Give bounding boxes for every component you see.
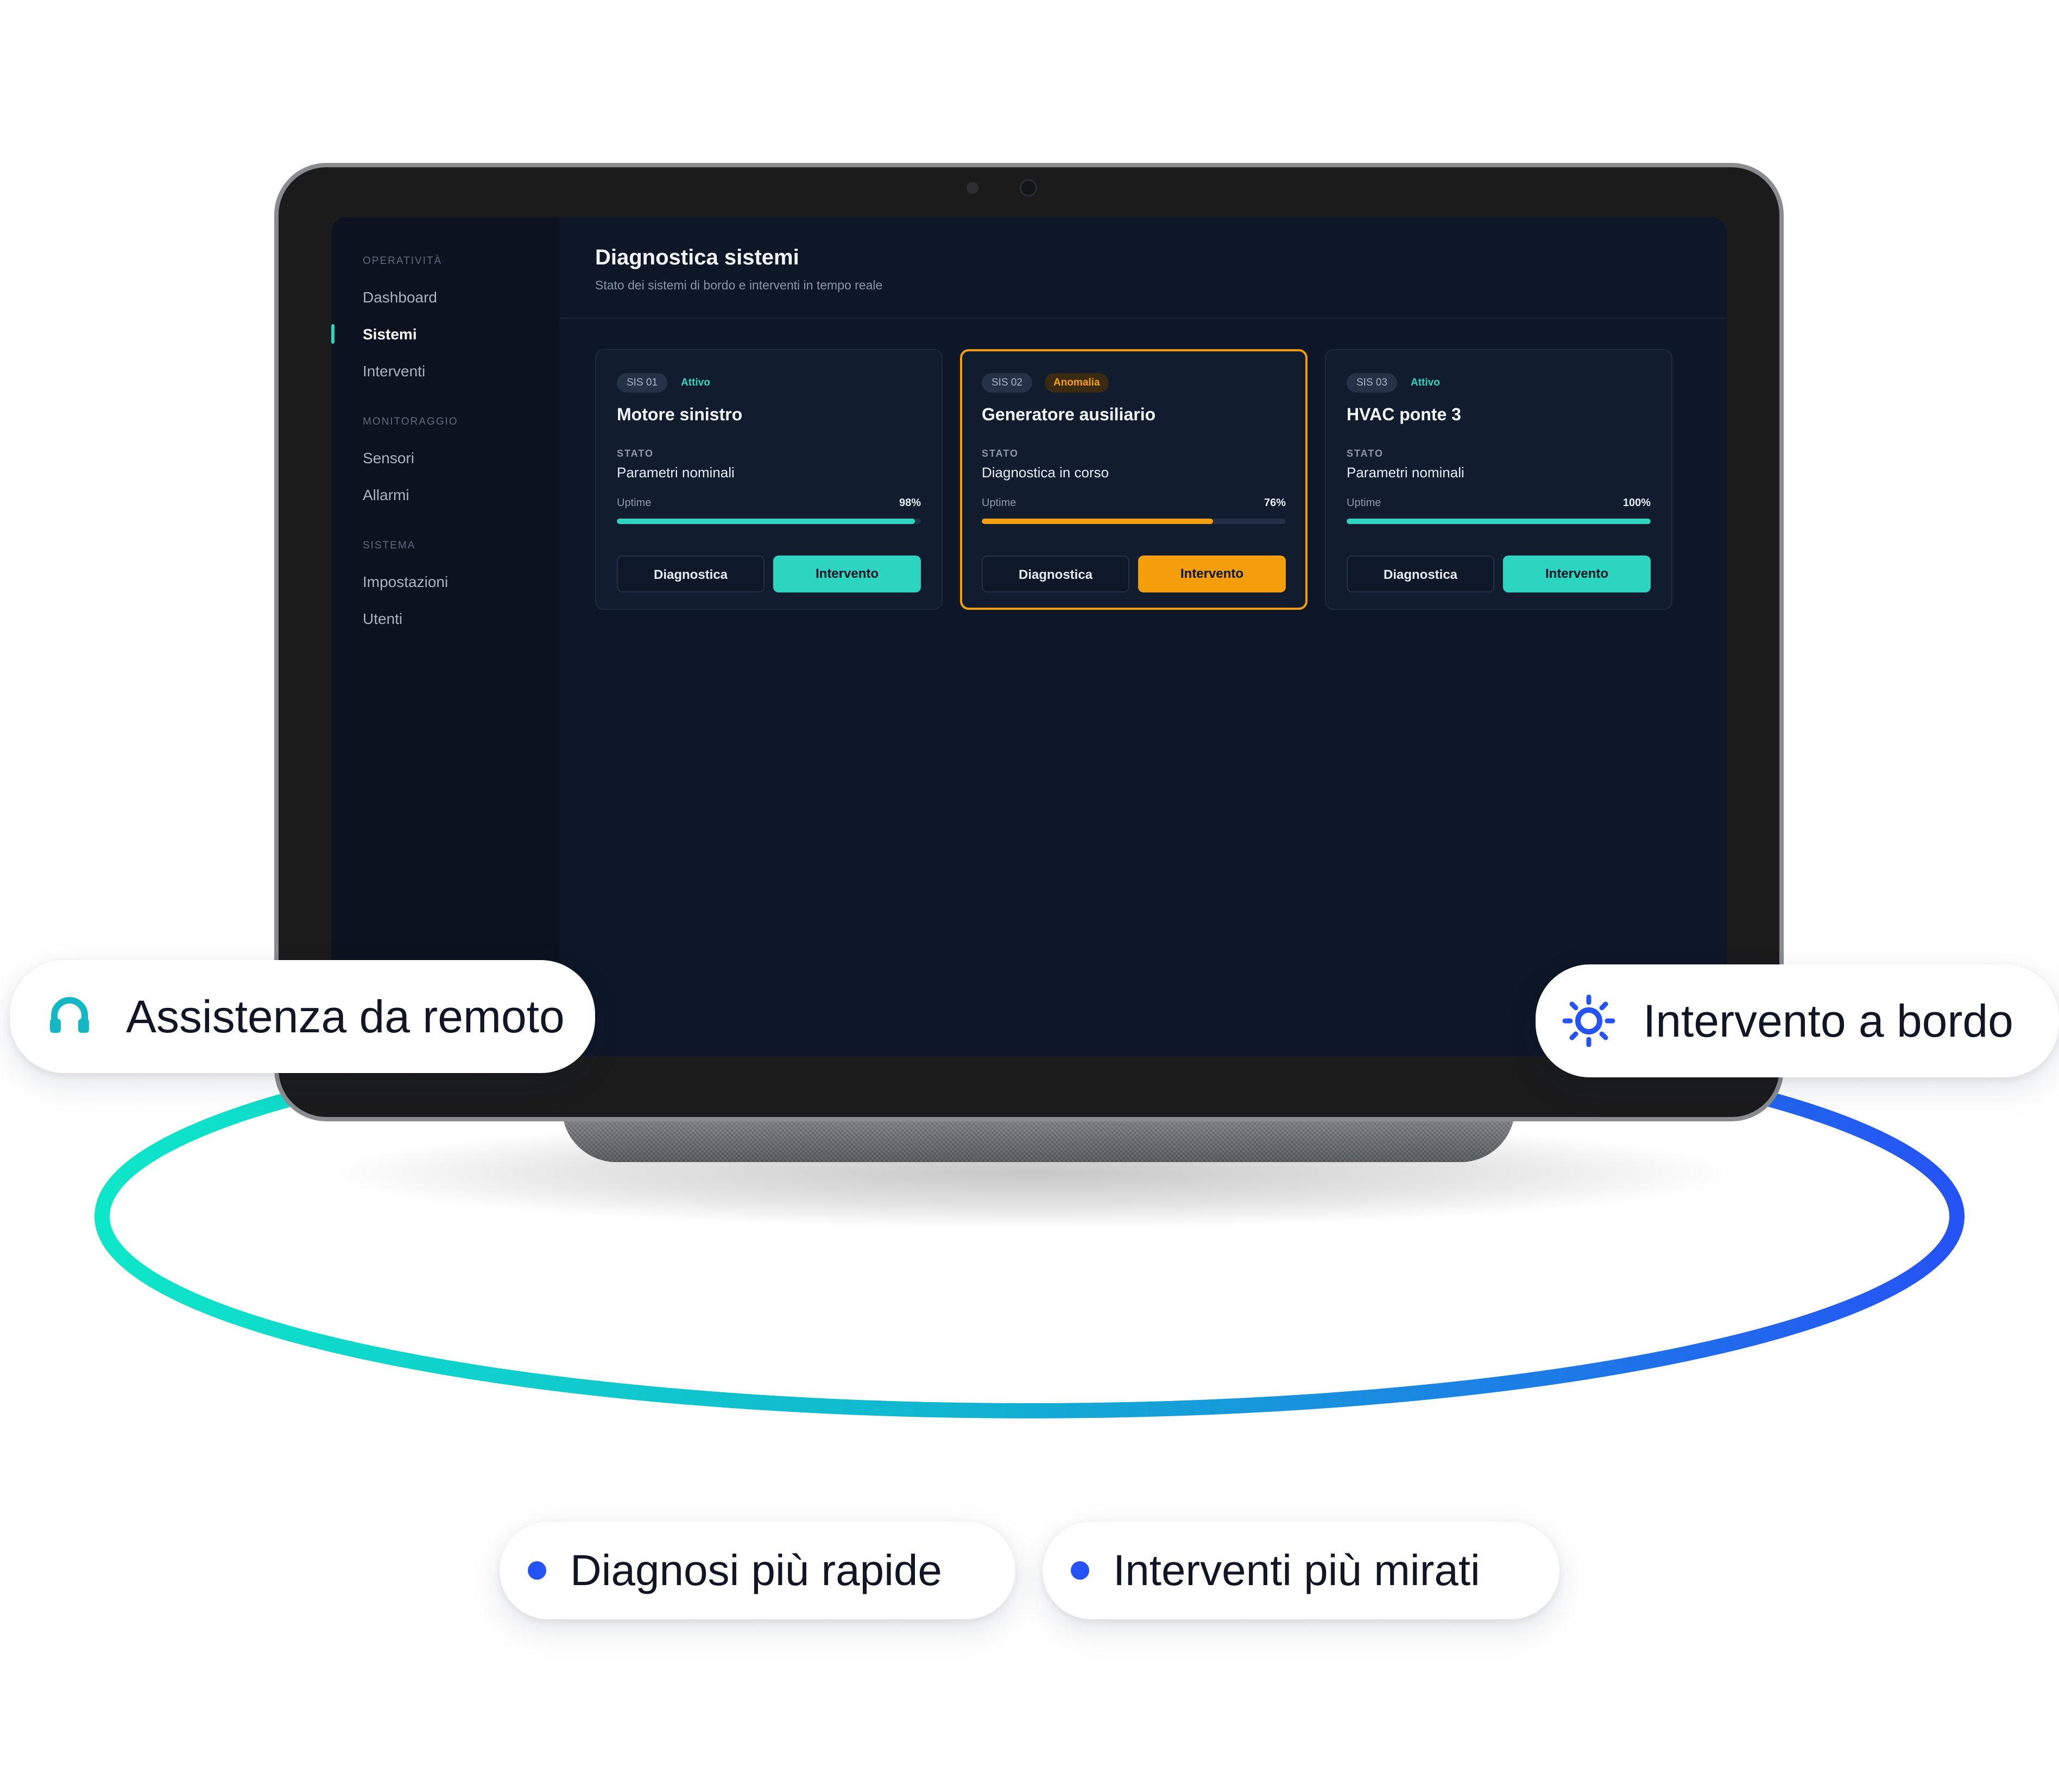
sidebar-section-monitoraggio: MONITORAGGIO [363,416,458,427]
system-name: Generatore ausiliario [982,405,1156,424]
active-nav-indicator [331,324,334,344]
stato-label: STATO [982,448,1019,459]
remote-assistance-badge: Assistenza da remoto [10,960,595,1073]
system-id-badge: SIS 02 [982,373,1033,393]
camera-lens [1020,179,1037,197]
uptime-value: 76% [1264,497,1286,509]
sensor-dot [967,182,978,194]
uptime-label: Uptime [982,497,1016,509]
system-name: Motore sinistro [617,405,743,424]
bullet-dot [1071,1561,1089,1580]
headset-icon [47,995,92,1039]
uptime-progress-fill [982,519,1213,524]
status-badge: Anomalia [1045,373,1109,393]
intervento-button[interactable]: Intervento [1138,556,1286,592]
sidebar-item-impostazioni[interactable]: Impostazioni [363,573,449,590]
sidebar-item-sistemi[interactable]: Sistemi [363,326,417,343]
system-id-badge: SIS 01 [617,373,668,393]
header-divider [559,318,1727,319]
remote-assistance-label: Assistenza da remoto [126,990,565,1042]
uptime-progress-bar [982,519,1286,524]
stato-value: Parametri nominali [617,464,735,481]
gear-icon [1562,993,1616,1050]
sidebar-item-sensori[interactable]: Sensori [363,450,414,466]
benefit-targeted-interventions: Interventi più mirati [1043,1522,1559,1619]
device-screen: OPERATIVITÀ Dashboard Sistemi Interventi… [331,217,1727,1056]
intervento-button[interactable]: Intervento [1503,556,1651,592]
stato-label: STATO [617,448,654,459]
sidebar-section-sistema: SISTEMA [363,540,416,551]
uptime-label: Uptime [1347,497,1381,509]
benefit-label: Interventi più mirati [1113,1546,1480,1594]
diagnostica-button[interactable]: Diagnostica [1347,556,1494,592]
intervento-button[interactable]: Intervento [773,556,921,592]
uptime-label: Uptime [617,497,652,509]
uptime-progress-fill [617,519,915,524]
stato-value: Parametri nominali [1347,464,1464,481]
system-card-sis-02: SIS 02 Anomalia Generatore ausiliario ST… [960,349,1308,610]
uptime-value: 100% [1622,497,1651,509]
sidebar-item-utenti[interactable]: Utenti [363,610,403,627]
system-card-sis-03: SIS 03 Attivo HVAC ponte 3 STATO Paramet… [1325,349,1672,610]
benefit-faster-diagnosis: Diagnosi più rapide [500,1522,1015,1619]
system-name: HVAC ponte 3 [1347,405,1461,424]
sidebar-item-allarmi[interactable]: Allarmi [363,487,409,503]
sidebar-item-interventi[interactable]: Interventi [363,363,426,380]
uptime-progress-bar [1347,519,1651,524]
sidebar: OPERATIVITÀ Dashboard Sistemi Interventi… [331,217,559,1056]
uptime-progress-bar [617,519,921,524]
diagnostica-button[interactable]: Diagnostica [617,556,765,592]
status-badge: Attivo [1411,377,1440,388]
uptime-progress-fill [1347,519,1651,524]
system-id-badge: SIS 03 [1347,373,1398,393]
bullet-dot [528,1561,546,1580]
sidebar-section-operativita: OPERATIVITÀ [363,255,443,267]
status-badge: Attivo [681,377,710,388]
page-title: Diagnostica sistemi [595,245,799,269]
diagnostica-button[interactable]: Diagnostica [982,556,1129,592]
system-card-sis-01: SIS 01 Attivo Motore sinistro STATO Para… [595,349,943,610]
stato-label: STATO [1347,448,1384,459]
page-subtitle: Stato dei sistemi di bordo e interventi … [595,278,883,292]
stato-value: Diagnostica in corso [982,464,1109,481]
onboard-intervention-label: Intervento a bordo [1643,995,2013,1046]
benefit-label: Diagnosi più rapide [570,1546,942,1594]
uptime-value: 98% [899,497,921,509]
sidebar-item-dashboard[interactable]: Dashboard [363,289,437,306]
onboard-intervention-badge: Intervento a bordo [1536,964,2059,1077]
